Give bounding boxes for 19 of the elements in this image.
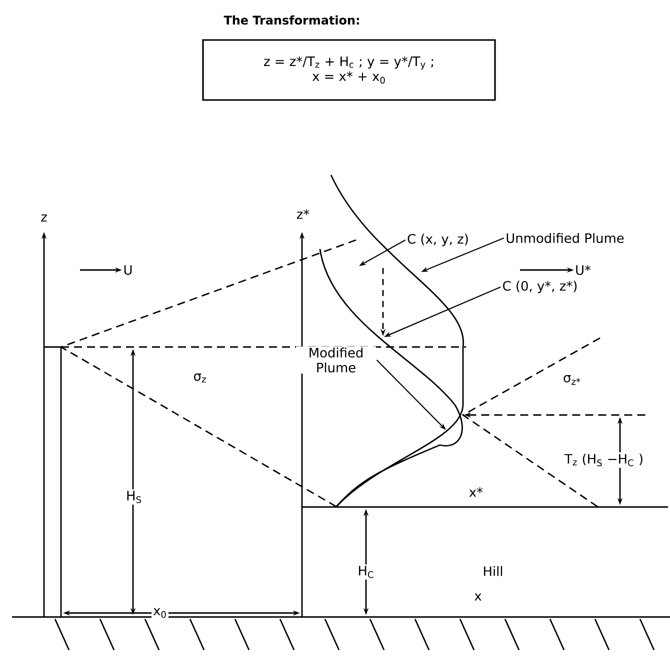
callout-label: Modified Plume bbox=[296, 346, 376, 374]
axis-label: z* bbox=[294, 208, 312, 220]
callout-label: Unmodified Plume bbox=[504, 232, 626, 244]
dimension-label: T$_{z}$ (H$_{S}$ −H$_{C}$ ) bbox=[562, 452, 646, 468]
hill-label: Hill bbox=[481, 564, 505, 578]
title: The Transformation: bbox=[224, 15, 359, 25]
formula-box: z = z*/T$_{z}$ + H$_{c}$ ; y = y*/T$_{y}$ ; x = x* + x$_{0}$ bbox=[202, 39, 496, 101]
callout-label: C (0, y*, z*) bbox=[501, 280, 579, 294]
dimension-label: H$_{S}$ bbox=[124, 489, 144, 505]
dimension-label: H$_{C}$ bbox=[356, 564, 376, 580]
axis-label: x* bbox=[467, 486, 485, 498]
dimension-label: x$_{0}$ bbox=[152, 606, 168, 620]
velocity-label: U bbox=[122, 264, 134, 276]
velocity-label: U* bbox=[574, 264, 592, 276]
callout-label: C (x, y, z) bbox=[406, 232, 470, 248]
dispersion-label: σ$_{z*}$ bbox=[562, 374, 582, 386]
dispersion-label: σ$_{z}$ bbox=[192, 372, 208, 384]
axis-label: z bbox=[39, 212, 49, 224]
axis-label: x bbox=[472, 592, 484, 602]
